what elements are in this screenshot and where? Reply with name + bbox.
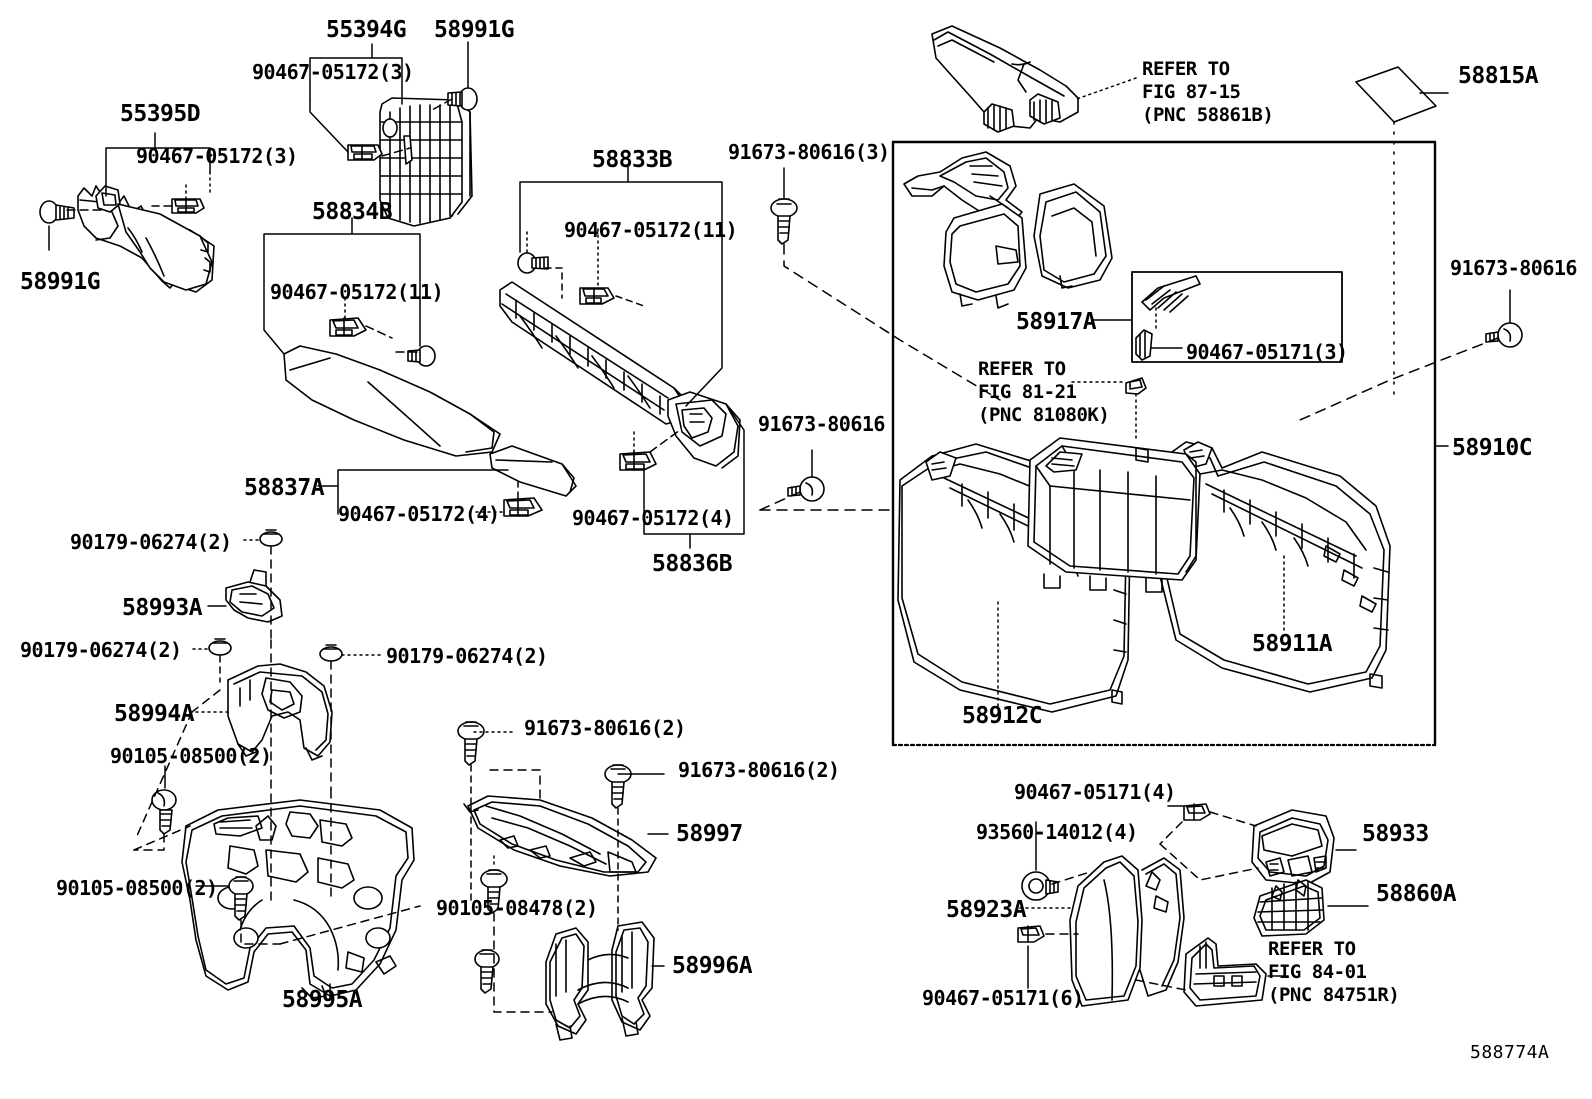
clip-90467-05172-55394G — [348, 145, 382, 160]
label-55395D: 55395D — [120, 101, 201, 127]
screw-91673-80616-2-a — [458, 722, 484, 765]
label-91673-80616-3: 91673-80616(3) — [728, 140, 890, 164]
console-assembly-box — [893, 142, 1435, 745]
label-90179-06274-b: 90179-06274(2) — [20, 638, 182, 662]
clip-90467-05171-4 — [1184, 804, 1210, 820]
label-55394G: 55394G — [326, 17, 407, 43]
part-upper-bracket — [904, 152, 1022, 224]
label-58815A: 58815A — [1458, 63, 1539, 89]
screw-91673-80616-right — [1486, 323, 1522, 347]
clip-90467-05171-6 — [1018, 926, 1044, 942]
label-90467-05171-4: 90467-05171(4) — [1014, 780, 1176, 804]
label-58933: 58933 — [1362, 821, 1429, 847]
label-58991G-left: 58991G — [20, 269, 101, 295]
part-58997-plate — [464, 796, 656, 876]
part-58933-panel — [1252, 810, 1334, 884]
part-58833B-panel — [500, 282, 686, 424]
label-58991G-top: 58991G — [434, 17, 515, 43]
label-58833B: 58833B — [592, 147, 673, 173]
screw-58833B — [518, 253, 548, 273]
part-58860A-switch — [1254, 880, 1324, 936]
part-58836B-bracket — [668, 392, 740, 468]
screw-58991G-left — [40, 201, 74, 223]
part-console-pocket-left — [944, 204, 1026, 308]
label-90105-08478: 90105-08478(2) — [436, 896, 598, 920]
label-58910C: 58910C — [1452, 435, 1533, 461]
nut-90179-06274-left — [209, 639, 231, 655]
part-58996A-retainer — [546, 922, 654, 1040]
nut-90179-06274-right — [320, 645, 342, 661]
clip-90467-05172-58836B — [620, 452, 656, 470]
screw-90105-08500-lower — [229, 877, 253, 920]
screw-90105-08500-right — [475, 950, 499, 993]
label-91673-80616-mid: 91673-80616 — [758, 412, 885, 436]
label-58834B: 58834B — [312, 199, 393, 225]
label-90467-05172-11-b: 90467-05172(11) — [564, 218, 738, 242]
clip-90467-05172-58834B — [330, 318, 366, 336]
label-58997: 58997 — [676, 821, 743, 847]
label-90467-05171-3: 90467-05171(3) — [1186, 340, 1348, 364]
nut-90179-06274-top — [260, 530, 282, 546]
label-91673-80616-right: 91673-80616 — [1450, 256, 1577, 280]
label-58995A: 58995A — [282, 987, 363, 1013]
label-90467-05172-4-a: 90467-05172(4) — [338, 502, 500, 526]
label-93560-14012: 93560-14012(4) — [976, 820, 1138, 844]
label-58994A: 58994A — [114, 701, 195, 727]
part-fig-84-01 — [1184, 938, 1266, 1006]
label-90467-05172-4-b: 90467-05172(4) — [572, 506, 734, 530]
clip-90467-05172-58833B — [580, 288, 614, 304]
part-58815A-mat — [1356, 67, 1436, 122]
label-58917A: 58917A — [1016, 309, 1097, 335]
screw-58834B — [408, 346, 435, 366]
label-58996A: 58996A — [672, 953, 753, 979]
screw-91673-80616-mid — [788, 477, 824, 501]
screw-58991G-top — [448, 88, 477, 110]
part-58834B-panel — [284, 346, 500, 456]
label-90467-05171-6: 90467-05171(6) — [922, 986, 1084, 1010]
part-58923A-cover — [1070, 856, 1184, 1006]
label-90179-06274-c: 90179-06274(2) — [386, 644, 548, 668]
label-58923A: 58923A — [946, 897, 1027, 923]
clip-fig-81-21 — [1126, 378, 1146, 394]
label-90179-06274-a: 90179-06274(2) — [70, 530, 232, 554]
part-58912C-door — [898, 444, 1130, 712]
label-58912C: 58912C — [962, 703, 1043, 729]
screw-91673-80616-3 — [771, 199, 797, 244]
clip-90467-05172-58837A — [504, 498, 542, 516]
label-91673-80616-2-a: 91673-80616(2) — [524, 716, 686, 740]
label-90467-05172-11-a: 90467-05172(11) — [270, 280, 444, 304]
label-90467-05172-3-a: 90467-05172(3) — [252, 60, 414, 84]
label-58993A: 58993A — [122, 595, 203, 621]
part-duct-58861B — [932, 26, 1078, 132]
part-58837A-cover — [490, 446, 576, 496]
label-90467-05172-3-b: 90467-05172(3) — [136, 144, 298, 168]
sheet-id: 588774A — [1470, 1042, 1550, 1063]
label-58911A: 58911A — [1252, 631, 1333, 657]
note-refer-fig-81-21: REFER TO FIG 81-21 (PNC 81080K) — [978, 358, 1110, 427]
label-90105-08500-b: 90105-08500(2) — [56, 876, 218, 900]
part-55394G-cover — [380, 98, 472, 226]
screw-90105-08500-upper — [152, 790, 176, 834]
label-58837A: 58837A — [244, 475, 325, 501]
part-console-tray — [1028, 438, 1200, 592]
part-58993A-bracket — [226, 570, 282, 622]
grommet-93560-14012 — [1022, 872, 1058, 900]
note-refer-fig-87-15: REFER TO FIG 87-15 (PNC 58861B) — [1142, 58, 1274, 127]
label-90105-08500-a: 90105-08500(2) — [110, 744, 272, 768]
label-58860A: 58860A — [1376, 881, 1457, 907]
label-58836B: 58836B — [652, 551, 733, 577]
label-91673-80616-2-b: 91673-80616(2) — [678, 758, 840, 782]
screw-91673-80616-2-b — [605, 765, 631, 808]
part-console-pocket-right — [1034, 184, 1112, 288]
leader-lines — [49, 42, 1510, 1012]
note-refer-fig-84-01: REFER TO FIG 84-01 (PNC 84751R) — [1268, 938, 1400, 1007]
clip-90467-05172-55395D — [172, 199, 204, 213]
